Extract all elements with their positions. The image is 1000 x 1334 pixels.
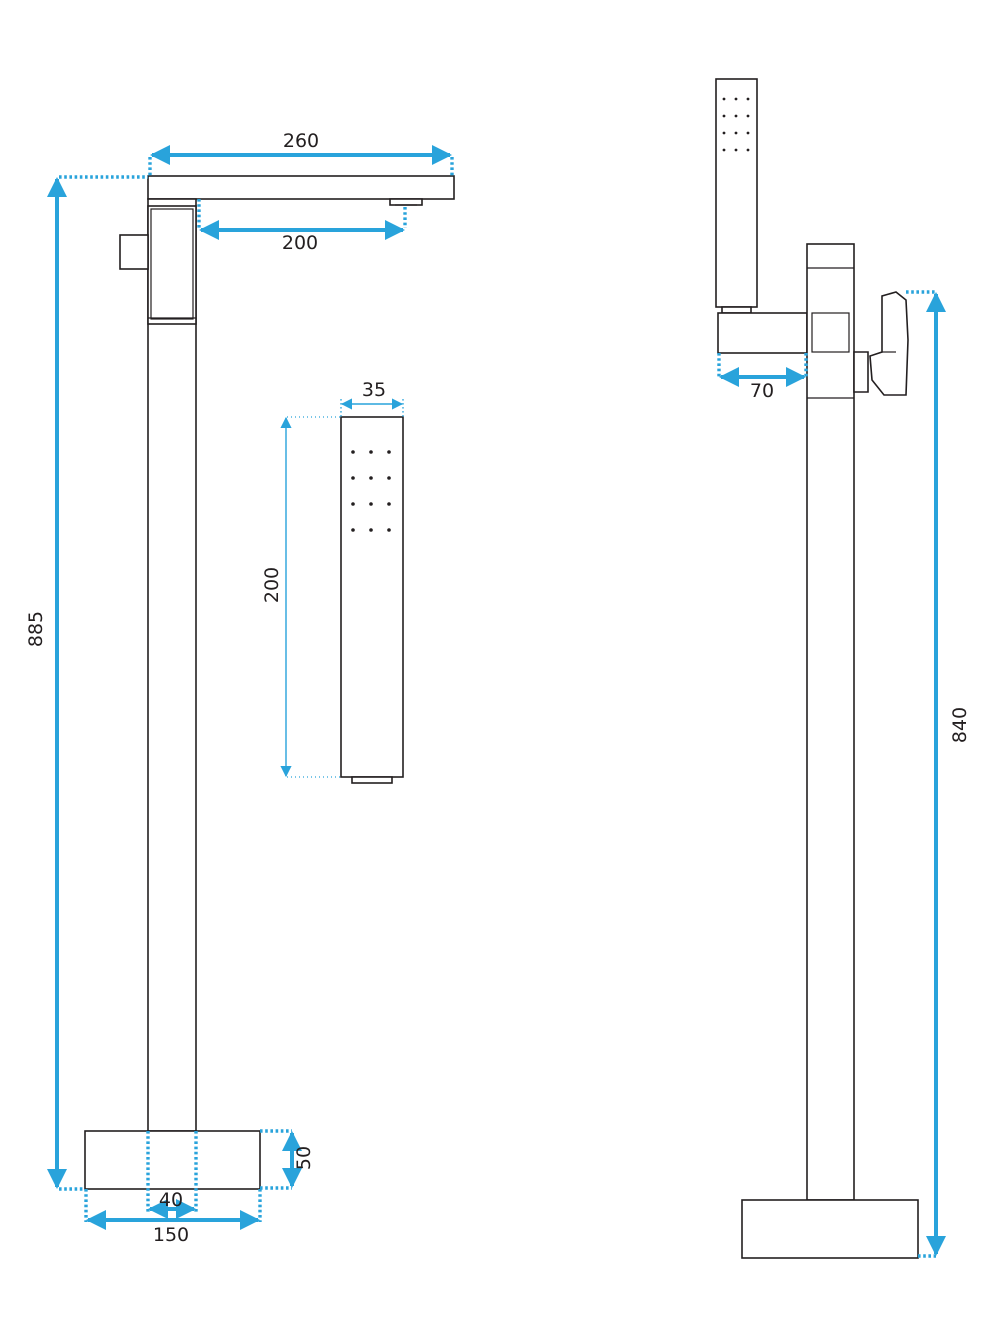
handshower-connector — [351, 776, 393, 784]
dimension-label-885: 885 — [25, 611, 47, 647]
spout-arm — [147, 175, 455, 200]
side-view — [715, 78, 919, 1259]
dimension-label-40: 40 — [159, 1189, 183, 1211]
front-view-dimensions: 260 200 885 50 40 150 — [25, 130, 454, 1246]
front-view — [84, 175, 455, 1190]
base-plate — [84, 1130, 261, 1190]
handshower-dimensions: 35 200 — [261, 379, 404, 778]
handshower-body — [340, 416, 404, 778]
dimension-label-200-reach: 200 — [282, 232, 318, 254]
side-spray-nozzles — [722, 97, 750, 152]
dimension-label-260: 260 — [283, 130, 319, 152]
dimension-label-840: 840 — [949, 707, 971, 743]
pillar — [147, 198, 197, 1132]
aerator-outlet — [389, 198, 423, 206]
mixer-body — [147, 205, 197, 325]
dimension-label-35: 35 — [362, 379, 386, 401]
cradle-arm — [717, 312, 808, 354]
lever-handle — [119, 234, 149, 270]
side-base — [741, 1199, 919, 1259]
side-lever — [853, 351, 869, 393]
dimension-label-150: 150 — [153, 1224, 189, 1246]
handshower-detail — [340, 416, 404, 784]
dimension-label-50: 50 — [293, 1146, 315, 1170]
dimension-label-70: 70 — [750, 380, 774, 402]
spray-nozzles — [351, 450, 391, 532]
side-column — [806, 243, 855, 1201]
side-handshower — [715, 78, 758, 308]
dimension-label-200-length: 200 — [261, 567, 283, 603]
side-view-dimensions: 70 840 — [717, 290, 971, 1258]
